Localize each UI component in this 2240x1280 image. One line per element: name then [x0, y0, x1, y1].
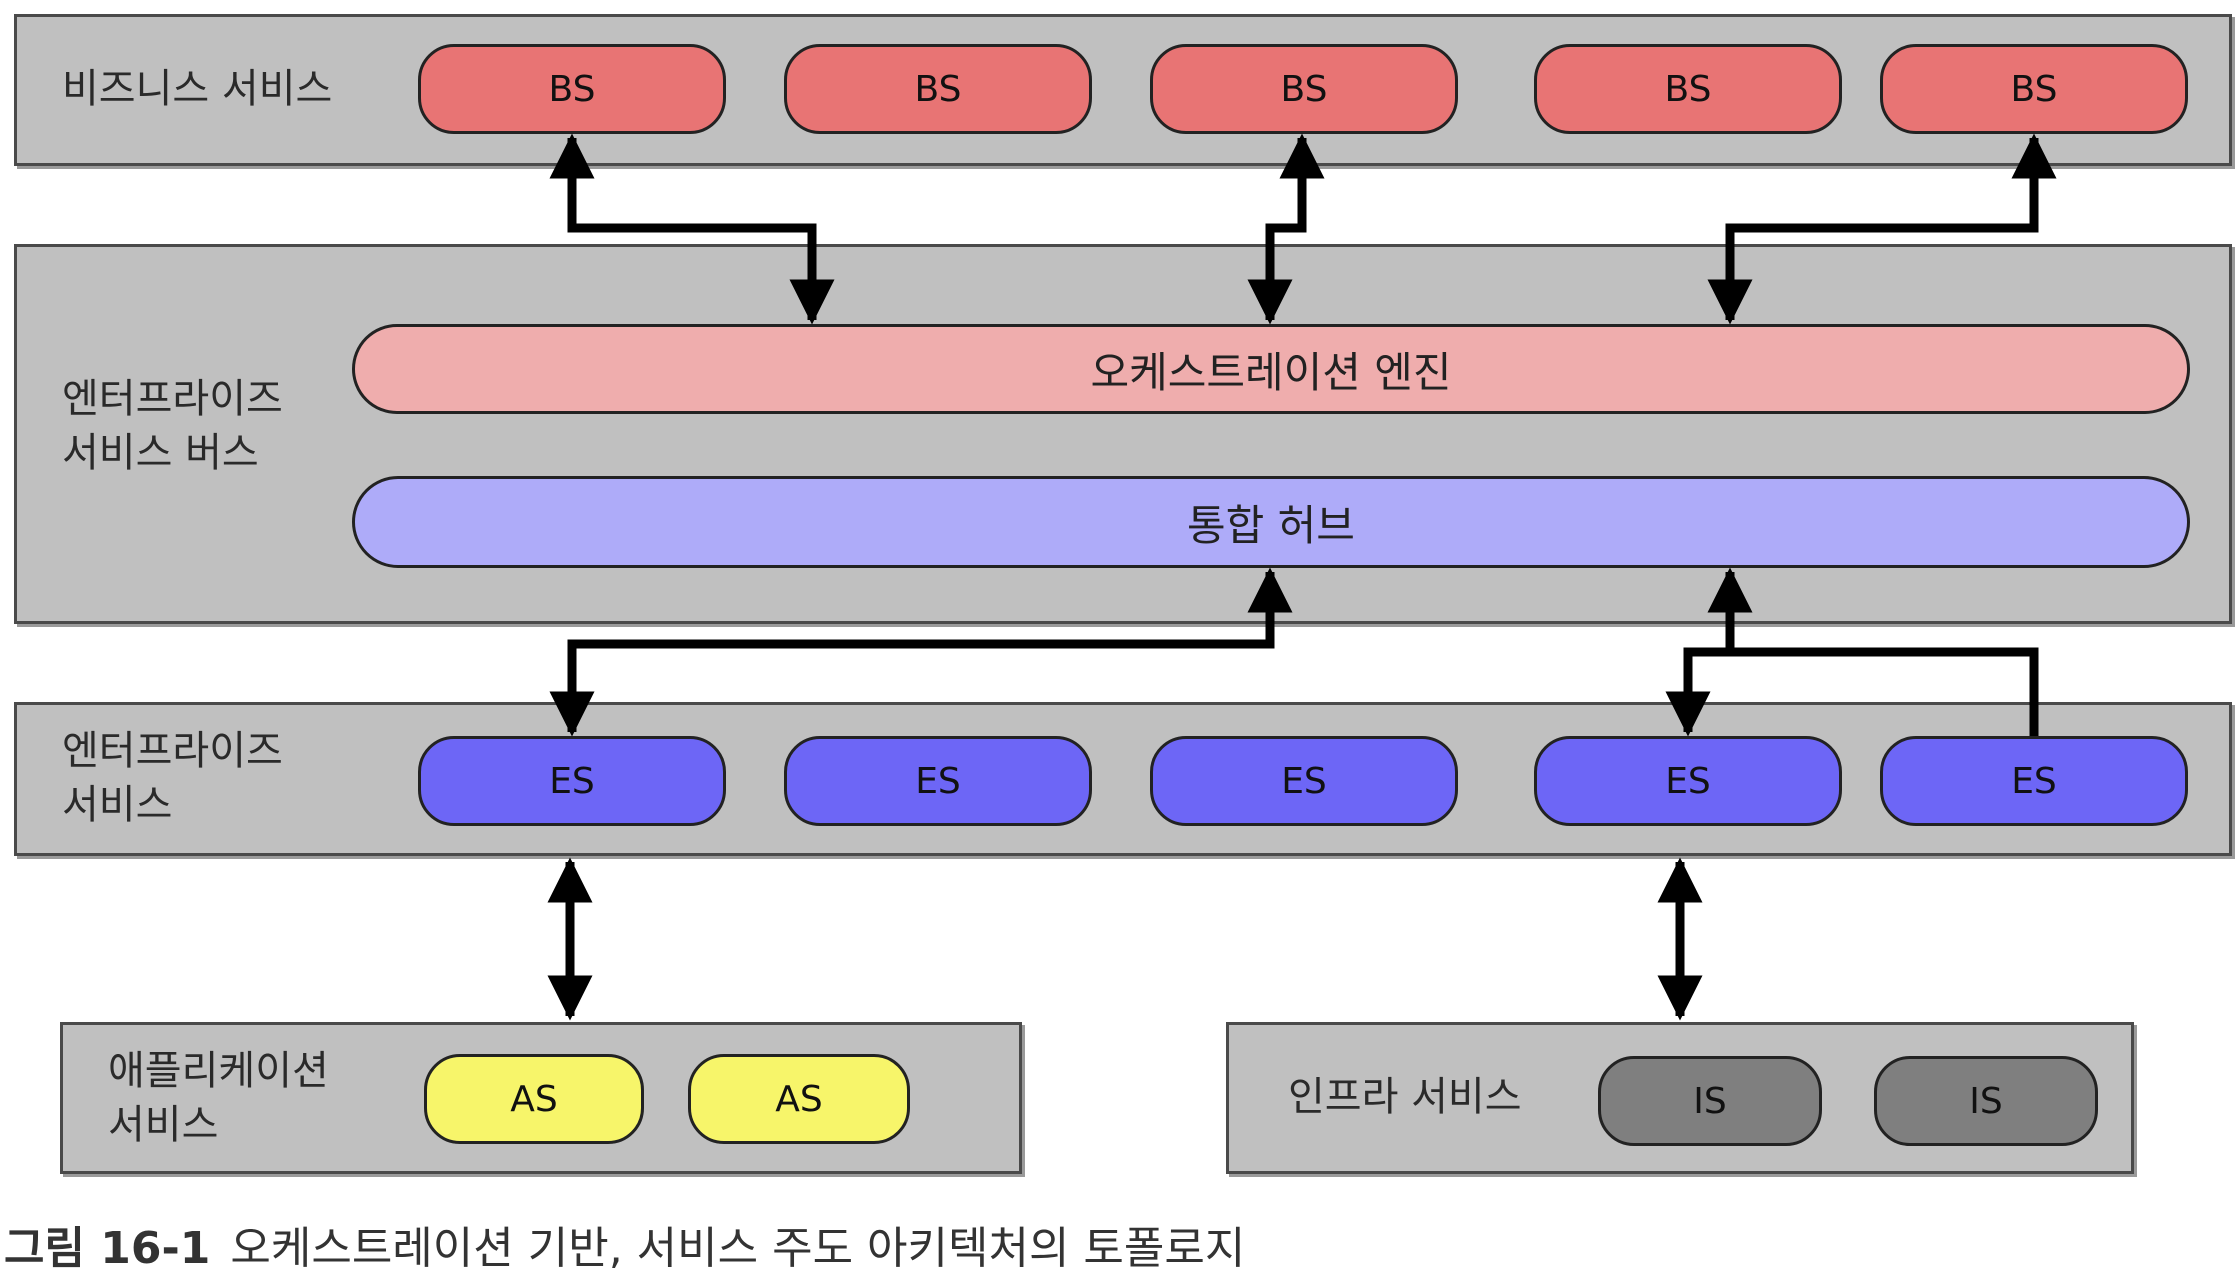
- business-layer-label: 비즈니스 서비스: [62, 66, 333, 112]
- business-service-node: BS: [1534, 44, 1842, 134]
- enterprise-service-node: ES: [784, 736, 1092, 826]
- figure-number: 그림 16-1: [4, 1223, 211, 1274]
- enterprise-service-node: ES: [1150, 736, 1458, 826]
- connector-es5-hub: [1730, 647, 2039, 736]
- application-service-node: AS: [688, 1054, 910, 1144]
- bus-layer-label-line1: 엔터프라이즈: [62, 376, 283, 422]
- infrastructure-layer-label: 인프라 서비스: [1288, 1074, 1522, 1120]
- enterprise-service-node: ES: [1880, 736, 2188, 826]
- enterprise-service-node: ES: [1534, 736, 1842, 826]
- connector-hub-es1: [549, 567, 1293, 737]
- application-layer-label-line1: 애플리케이션: [108, 1048, 329, 1094]
- business-service-node: BS: [418, 44, 726, 134]
- enterprise-layer-label-line2: 서비스: [62, 782, 173, 828]
- infrastructure-service-node: IS: [1874, 1056, 2098, 1146]
- enterprise-service-node: ES: [418, 736, 726, 826]
- application-service-node: AS: [424, 1054, 644, 1144]
- figure-caption: 그림 16-1 오케스트레이션 기반, 서비스 주도 아키텍처의 토폴로지: [4, 1212, 1245, 1276]
- business-service-node: BS: [1880, 44, 2188, 134]
- orchestration-engine: 오케스트레이션 엔진: [352, 324, 2190, 414]
- infrastructure-service-node: IS: [1598, 1056, 1822, 1146]
- figure-caption-text: 오케스트레이션 기반, 서비스 주도 아키텍처의 토폴로지: [230, 1223, 1246, 1274]
- bus-layer-label-line2: 서비스 버스: [62, 430, 259, 476]
- connector-bs3-orchestration: [1247, 133, 1325, 325]
- connector-bs1-orchestration: [549, 133, 835, 325]
- business-service-node: BS: [784, 44, 1092, 134]
- connector-bs5-orchestration: [1707, 133, 2057, 325]
- connector-hub-es4: [1665, 567, 1753, 737]
- business-services-layer: [14, 14, 2232, 166]
- business-service-node: BS: [1150, 44, 1458, 134]
- application-layer-label-line2: 서비스: [108, 1102, 219, 1148]
- enterprise-layer-label-line1: 엔터프라이즈: [62, 728, 283, 774]
- integration-hub: 통합 허브: [352, 476, 2190, 568]
